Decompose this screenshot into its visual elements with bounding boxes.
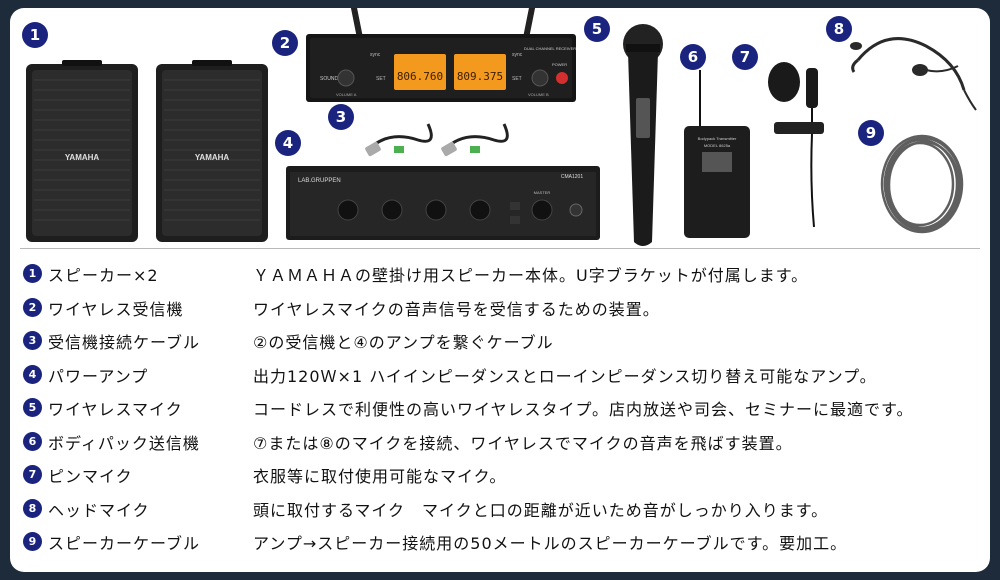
receiver-volume-b: VOLUME B [528,92,549,97]
list-item: 5 ワイヤレスマイク コードレスで利便性の高いワイヤレスタイプ。店内放送や司会、… [10,392,990,422]
item-name: ピンマイク [48,467,133,486]
item-name: スピーカーケーブル [48,534,201,553]
badge-4: 4 [275,130,301,156]
pin-mic-image [768,62,824,228]
receiver-display-a: 806.760 [397,70,443,83]
badge-8: 8 [826,16,852,42]
list-item: 6 ボディパック送信機 ⑦または⑧のマイクを接続、ワイヤレスでマイクの音声を飛ば… [10,426,990,456]
head-mic-image [850,37,977,111]
item-description: 出力120Ｗ×1 ハイインピーダンスとローインピーダンス切り替え可能なアンプ。 [253,367,877,386]
receiver-power: POWER [552,62,567,67]
section-divider [20,248,980,249]
speaker-cable-image [880,134,964,234]
list-item: 9 スピーカーケーブル アンプ→スピーカー接続用の50メートルのスピーカーケーブ… [10,526,990,556]
item-description: 衣服等に取付使用可能なマイク。 [253,467,507,486]
item-number-badge: 4 [23,365,42,384]
receiver-brand: SOUND PURE [320,76,354,82]
item-description: ②の受信機と④のアンプを繋ぐケーブル [253,333,554,352]
badge-5: 5 [584,16,610,42]
item-name: パワーアンプ [48,367,149,386]
badge-2: 2 [272,30,298,56]
receiver-set-a: SET [376,76,386,82]
item-number-badge: 6 [23,432,42,451]
list-item: 2 ワイヤレス受信機 ワイヤレスマイクの音声信号を受信するための装置。 [10,292,990,322]
item-name: ボディパック送信機 [48,434,200,453]
list-item: 7 ピンマイク 衣服等に取付使用可能なマイク。 [10,459,990,489]
item-name: 受信機接続ケーブル [48,333,201,352]
item-description: ⑦または⑧のマイクを接続、ワイヤレスでマイクの音声を飛ばす装置。 [253,434,793,453]
badge-3: 3 [328,104,354,130]
list-item: 3 受信機接続ケーブル ②の受信機と④のアンプを繋ぐケーブル [10,325,990,355]
product-panel: 1 2 3 4 5 6 7 8 9 YAMAHA [10,8,990,572]
wireless-receiver-image: SOUND PURE sync SET 806.760 809.375 sync… [306,8,576,102]
badge-1: 1 [22,22,48,48]
item-description: 頭に取付するマイク マイクと口の距離が近いため音がしっかり入ります。 [253,501,829,520]
list-item: 1 スピーカー×2 ＹＡＭＡＨＡの壁掛け用スピーカー本体。U字ブラケットが付属し… [10,258,990,288]
receiver-title: DUAL CHANNEL RECEIVER [524,46,576,51]
amp-brand: LAB.GRUPPEN [298,178,341,184]
item-description: アンプ→スピーカー接続用の50メートルのスピーカーケーブルです。要加工。 [253,534,848,553]
amp-model: CMA1201 [561,174,583,180]
bodypack-label: Bodypack Transmitter [698,136,737,141]
item-description: ＹＡＭＡＨＡの壁掛け用スピーカー本体。U字ブラケットが付属します。 [253,266,809,285]
speaker-left-image: YAMAHA [26,60,138,242]
receiver-cable-image [365,123,509,157]
item-description: ワイヤレスマイクの音声信号を受信するための装置。 [253,300,660,319]
bodypack-model: MODEL 8625a [704,143,731,148]
receiver-sync-b: sync [512,52,523,58]
item-name: ヘッドマイク [48,501,150,520]
badge-9: 9 [858,120,884,146]
item-name: スピーカー×2 [48,266,159,285]
list-item: 8 ヘッドマイク 頭に取付するマイク マイクと口の距離が近いため音がしっかり入り… [10,493,990,523]
speaker-left-brand: YAMAHA [65,153,100,162]
badge-7: 7 [732,44,758,70]
badge-6: 6 [680,44,706,70]
power-amp-image: LAB.GRUPPEN CMA1201 MASTER [286,166,600,240]
speaker-right-image: YAMAHA [156,60,268,242]
item-name: ワイヤレスマイク [48,400,183,419]
item-description: コードレスで利便性の高いワイヤレスタイプ。店内放送や司会、セミナーに最適です。 [253,400,914,419]
wireless-mic-image [623,24,663,246]
list-item: 4 パワーアンプ 出力120Ｗ×1 ハイインピーダンスとローインピーダンス切り替… [10,359,990,389]
item-number-badge: 8 [23,499,42,518]
item-number-badge: 1 [23,264,42,283]
item-number-badge: 2 [23,298,42,317]
amp-master: MASTER [534,190,551,195]
receiver-sync-a: sync [370,52,381,58]
receiver-set-b: SET [512,76,522,82]
bodypack-transmitter-image: Bodypack Transmitter MODEL 8625a [684,70,750,238]
receiver-display-b: 809.375 [457,70,503,83]
item-number-badge: 9 [23,532,42,551]
receiver-volume-a: VOLUME A [336,92,357,97]
item-number-badge: 3 [23,331,42,350]
item-name: ワイヤレス受信機 [48,300,184,319]
item-number-badge: 7 [23,465,42,484]
item-number-badge: 5 [23,398,42,417]
speaker-right-brand: YAMAHA [195,153,230,162]
